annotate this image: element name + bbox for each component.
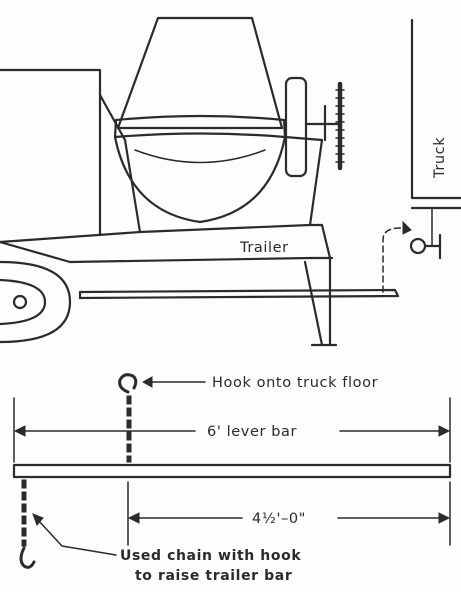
hitch-arrow-head: [402, 220, 412, 235]
upper-chain-icon: [126, 395, 132, 463]
offset-dim-arrow-right: [438, 512, 451, 524]
mixer-drum-inner-curve: [134, 149, 266, 164]
mixer-gear-wheel: [284, 76, 308, 178]
hitch-dashed-path: [382, 227, 409, 293]
trailer-jack-stand: [303, 256, 338, 347]
mixer-frame-right: [308, 138, 324, 227]
mixer-drum-cone: [116, 16, 284, 130]
trailer-chassis-bottom: [68, 256, 334, 264]
truck-hitch-ball: [409, 237, 427, 255]
truck-label: Truck: [432, 137, 448, 179]
mixer-frame-left: [98, 93, 142, 234]
hook-note-label: Hook onto truck floor: [212, 375, 378, 391]
trailer-chassis-top: [0, 223, 332, 260]
top-hook-icon: [118, 373, 138, 394]
trailer-label: Trailer: [239, 240, 289, 256]
chain-note-line1: Used chain with hook: [120, 548, 301, 564]
mixer-drum-bowl: [113, 135, 287, 224]
trailer-wheel-hub: [12, 294, 28, 310]
mixer-drum-band: [113, 114, 287, 139]
bottom-hook-icon: [19, 546, 36, 569]
trailer-tow-bar: [78, 288, 400, 300]
mixer-hand-wheel-teeth: [335, 89, 345, 163]
mixer-frame-connector: [283, 135, 324, 142]
trailer-chassis-left-edge: [0, 240, 72, 264]
lever-bar: [12, 463, 452, 479]
offset-dimension-label: 4½'–0": [252, 511, 306, 527]
lever-bar-label: 6' lever bar: [207, 424, 297, 440]
mixer-body-outline: [0, 68, 102, 237]
chain-note-arrowhead: [32, 513, 44, 526]
chain-note-line2: to raise trailer bar: [135, 568, 292, 584]
truck-body: [410, 18, 461, 200]
trailer-wheel-inner: [0, 278, 47, 326]
lower-chain-icon: [21, 479, 27, 547]
chain-note-leader: [37, 519, 117, 556]
lever-dim-arrow-left: [13, 425, 26, 437]
offset-dim-arrow-left: [127, 512, 140, 524]
hook-note-arrowhead: [141, 376, 153, 388]
trailer-wheel-outer: [0, 260, 72, 344]
lever-dim-arrow-right: [438, 425, 451, 437]
